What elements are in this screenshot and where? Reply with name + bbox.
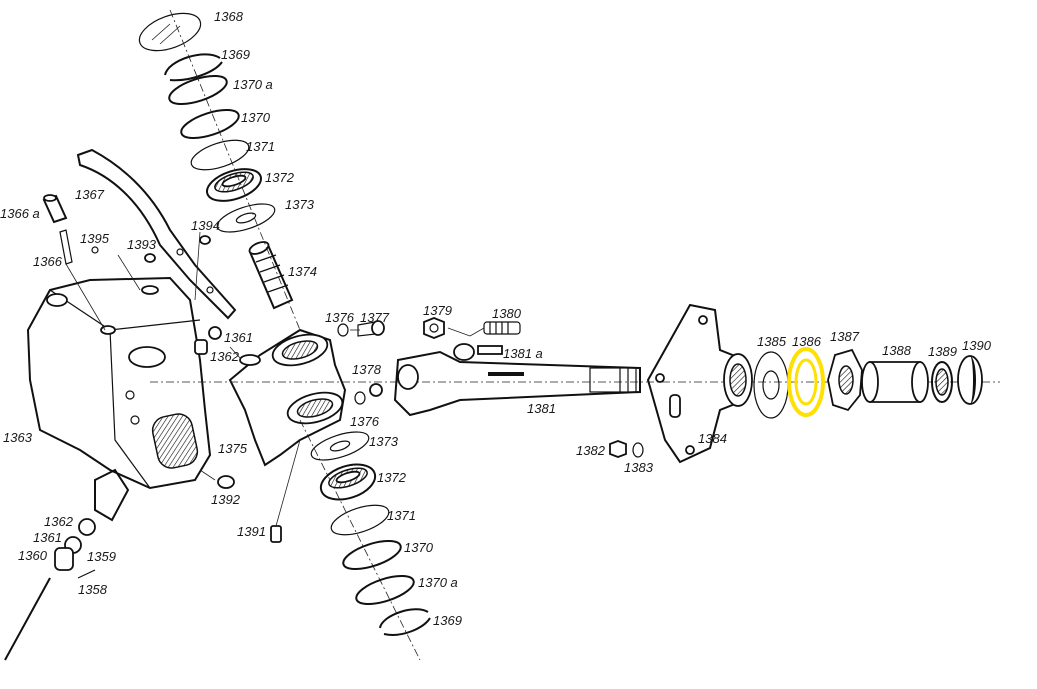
part-1372-bearing-bot [319, 463, 377, 501]
part-1362-bush-bot [78, 518, 96, 536]
part-1382-nut [609, 440, 627, 458]
label-1366: 1366 [33, 254, 63, 269]
part-1370-ring-bot [342, 540, 402, 570]
label-1373-top: 1373 [285, 197, 315, 212]
part-1368-glass-disc [138, 12, 202, 52]
part-1367-control-arm [76, 148, 237, 320]
part-1360-tube [54, 547, 74, 571]
label-1387: 1387 [830, 329, 860, 344]
part-1379-nut [423, 317, 445, 339]
part-1392-plug [217, 475, 235, 489]
label-1369-bot: 1369 [433, 613, 462, 628]
label-1384: 1384 [698, 431, 727, 446]
label-1379: 1379 [423, 303, 452, 318]
label-1376-top: 1376 [325, 310, 355, 325]
label-1370-top: 1370 [241, 110, 271, 125]
part-1377-bolt [357, 320, 385, 337]
part-1366-stud [59, 229, 106, 331]
part-1381-shaft [393, 343, 641, 417]
part-1390-cap [957, 355, 983, 405]
label-1361-bot: 1361 [33, 530, 62, 545]
label-1359: 1359 [87, 549, 116, 564]
part-1395-pin [91, 246, 99, 254]
label-1394: 1394 [191, 218, 220, 233]
label-1358: 1358 [78, 582, 108, 597]
part-1376-washer-top [337, 323, 349, 337]
part-1385-washer [753, 351, 789, 419]
part-1388-sleeve [861, 361, 929, 403]
part-1361-bush-top [208, 326, 222, 340]
label-1383: 1383 [624, 460, 654, 475]
label-1382: 1382 [576, 443, 606, 458]
part-1371-disc-top [190, 139, 250, 171]
label-1395: 1395 [80, 231, 110, 246]
label-1374: 1374 [288, 264, 317, 279]
label-1370-bot: 1370 [404, 540, 434, 555]
part-1374-shaft [248, 241, 294, 310]
part-1384-flange-housing [646, 303, 753, 464]
part-1370a-ring-bot [355, 575, 415, 605]
part-1383-washer [632, 442, 644, 458]
label-1363: 1363 [3, 430, 33, 445]
label-1390: 1390 [962, 338, 992, 353]
part-1376-washer-bot [354, 391, 366, 405]
label-1360: 1360 [18, 548, 48, 563]
part-1370-ring-top [180, 109, 240, 139]
part-1373-washer-top [216, 203, 276, 233]
label-1372-top: 1372 [265, 170, 295, 185]
label-1368: 1368 [214, 9, 244, 24]
part-1369-circlip-top [164, 53, 223, 82]
part-1389-bearing [931, 361, 953, 403]
leader-lines [117, 231, 485, 481]
label-1366a: 1366 a [0, 206, 40, 221]
label-1362-bot: 1362 [44, 514, 74, 529]
label-1377: 1377 [360, 310, 390, 325]
part-1391-grease-nipple [270, 439, 301, 543]
label-1376-bot: 1376 [350, 414, 380, 429]
label-1392: 1392 [211, 492, 241, 507]
label-1393: 1393 [127, 237, 157, 252]
label-1371-bot: 1371 [387, 508, 416, 523]
part-1381a-key [477, 345, 503, 355]
part-1372-bearing-top [206, 168, 262, 202]
part-1369-circlip-bot [379, 608, 431, 636]
part-1386-washer-highlighted [787, 347, 825, 417]
label-1388: 1388 [882, 343, 912, 358]
label-1369-top: 1369 [221, 47, 250, 62]
part-1358-cable [4, 577, 51, 661]
part-1359-spring [77, 569, 96, 579]
part-1375-fork-bracket [228, 328, 347, 467]
part-housing-lower-boss [94, 468, 130, 522]
label-1391: 1391 [237, 524, 266, 539]
label-1370a-top: 1370 a [233, 77, 273, 92]
part-1380-stud [483, 321, 521, 335]
label-1381: 1381 [527, 401, 556, 416]
part-1370a-ring-top [168, 75, 228, 105]
part-1394-screw [199, 235, 211, 245]
label-1375: 1375 [218, 441, 248, 456]
label-1361-top: 1361 [224, 330, 253, 345]
label-1381a: 1381 a [503, 346, 543, 361]
part-1362-bush-top [194, 339, 208, 355]
label-1362-top: 1362 [210, 349, 240, 364]
part-1371-disc-bot [330, 504, 390, 536]
label-1371-top: 1371 [246, 139, 275, 154]
label-1373-bot: 1373 [369, 434, 399, 449]
label-1372-bot: 1372 [377, 470, 407, 485]
label-1370a-bot: 1370 a [418, 575, 458, 590]
label-1385: 1385 [757, 334, 787, 349]
label-1386: 1386 [792, 334, 822, 349]
label-1389: 1389 [928, 344, 957, 359]
part-1393-plug [144, 253, 156, 263]
part-1366a-nut [42, 194, 68, 224]
part-1387-hex-nut [827, 348, 863, 412]
part-1363-housing [26, 276, 212, 490]
label-1367: 1367 [75, 187, 105, 202]
label-1380: 1380 [492, 306, 522, 321]
label-1378: 1378 [352, 362, 382, 377]
part-1373-washer-bot [310, 431, 370, 461]
part-1378-pin [369, 383, 383, 397]
